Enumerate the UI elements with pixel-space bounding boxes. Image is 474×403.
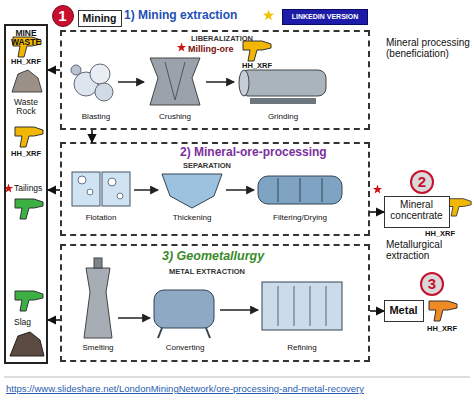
node-text: 2: [412, 174, 432, 190]
step-note: Milling-ore: [188, 45, 242, 55]
node-text: 1: [53, 8, 72, 24]
process-arrow: [226, 189, 254, 191]
step-label: Refining: [270, 344, 334, 353]
crusher-jaw: [175, 62, 185, 100]
xrf-gun: [15, 199, 43, 219]
blast-cloud: [71, 65, 81, 75]
filter-drum: [258, 176, 342, 204]
callout-number: 2: [410, 170, 434, 194]
waste-label: Slag: [14, 318, 44, 327]
step-label: Filtering/Drying: [254, 214, 346, 223]
refining-plate: [278, 286, 279, 326]
step-label: Crushing: [145, 113, 205, 122]
bubble: [78, 176, 86, 184]
bubble: [108, 178, 116, 186]
separator-rule: [4, 377, 470, 378]
smelter-chimney: [94, 258, 102, 268]
product-box: Metal: [384, 300, 424, 322]
process-arrow: [220, 309, 258, 311]
step-label: Blasting: [66, 113, 126, 122]
flow-arrow: [48, 69, 60, 71]
crusher-jaw: [165, 62, 175, 100]
product-box: Mineral concentrate: [384, 196, 450, 228]
refining-plate: [326, 286, 327, 326]
stage-title: 1) Mining extraction: [124, 9, 264, 22]
stage-box: Mining: [78, 10, 122, 27]
waste-rock-icon: [12, 70, 42, 92]
xrf-gun: [447, 199, 471, 216]
node-text: SEPARATION: [157, 162, 257, 170]
refining-plate: [310, 286, 311, 326]
waste-column-box: MINE WASTE: [4, 24, 48, 364]
node-text: 3: [422, 276, 442, 292]
converter-drawing: [154, 290, 214, 328]
callout-number: 1: [52, 5, 74, 27]
converter-leg: [158, 328, 162, 338]
node-text: 3) Geometallurgy: [162, 250, 312, 264]
crusher-drawing: [150, 58, 200, 105]
node-text: 2) Mineral-ore-processing: [180, 146, 368, 159]
mill-end: [239, 70, 249, 96]
flotation-cell: [102, 172, 130, 206]
node-text: Metal: [385, 305, 422, 317]
bubble: [87, 189, 93, 195]
callout-number: 3: [420, 272, 444, 296]
mill-drawing: [240, 70, 326, 96]
converter-leg: [206, 328, 210, 338]
xrf-gun: [243, 41, 271, 61]
waste-label: Waste Rock: [6, 98, 46, 116]
step-label: Smelting: [68, 344, 128, 353]
source-link: https://www.slideshare.net/LondonMiningN…: [6, 384, 470, 394]
node-text: Mining: [79, 13, 120, 24]
flow-arrow: [48, 319, 60, 321]
stage-note: Mineral processing (beneficiation): [386, 38, 474, 60]
refining-tank: [262, 282, 342, 330]
step-label: Grinding: [253, 113, 313, 122]
process-arrow: [118, 81, 144, 83]
instrument-label: HH_XRF: [6, 58, 46, 66]
node-text: MINE WASTE: [6, 29, 46, 47]
flow-arrow: [91, 130, 93, 142]
blast-cloud: [90, 64, 110, 84]
xrf-gun: [429, 301, 457, 321]
node-text: METAL EXTRACTION: [147, 268, 267, 276]
mill-base: [250, 98, 316, 104]
flow-arrow: [48, 189, 60, 191]
instrument-label: HH_XRF: [420, 230, 460, 238]
star-mark: [263, 10, 274, 21]
step-label: Flotation: [70, 214, 132, 223]
flow-arrow: [370, 211, 384, 213]
smelter-drawing: [84, 268, 112, 338]
bubble: [117, 193, 123, 199]
instrument-label: HH_XRF: [237, 62, 277, 70]
step-label: Thickening: [160, 214, 224, 223]
filter-rib: [322, 178, 323, 202]
node-text: LIBERALIZATION: [172, 35, 272, 43]
slag-icon: [10, 332, 44, 356]
step-label: Converting: [150, 344, 220, 353]
flow-arrow: [370, 310, 384, 312]
star-mark: [177, 43, 186, 52]
process-arrow: [206, 81, 234, 83]
flotation-cell: [72, 172, 100, 206]
version-badge: LINKEDIN VERSION: [282, 9, 368, 25]
refining-plate: [294, 286, 295, 326]
filter-rib: [300, 178, 301, 202]
instrument-label: HH_XRF: [420, 325, 464, 333]
xrf-gun: [15, 127, 43, 147]
node-text: Mineral concentrate: [386, 200, 447, 222]
blast-cloud: [95, 83, 113, 101]
star-mark: [373, 185, 382, 194]
filter-rib: [278, 178, 279, 202]
waste-label: Tailings: [14, 184, 48, 193]
stage-note: Metallurgical extraction: [386, 240, 474, 262]
thickener-drawing: [162, 174, 222, 208]
instrument-label: HH_XRF: [6, 150, 46, 158]
xrf-gun: [15, 291, 43, 311]
node-text: LINKEDIN VERSION: [283, 13, 367, 21]
process-arrow: [134, 189, 158, 191]
process-arrow: [118, 317, 150, 319]
